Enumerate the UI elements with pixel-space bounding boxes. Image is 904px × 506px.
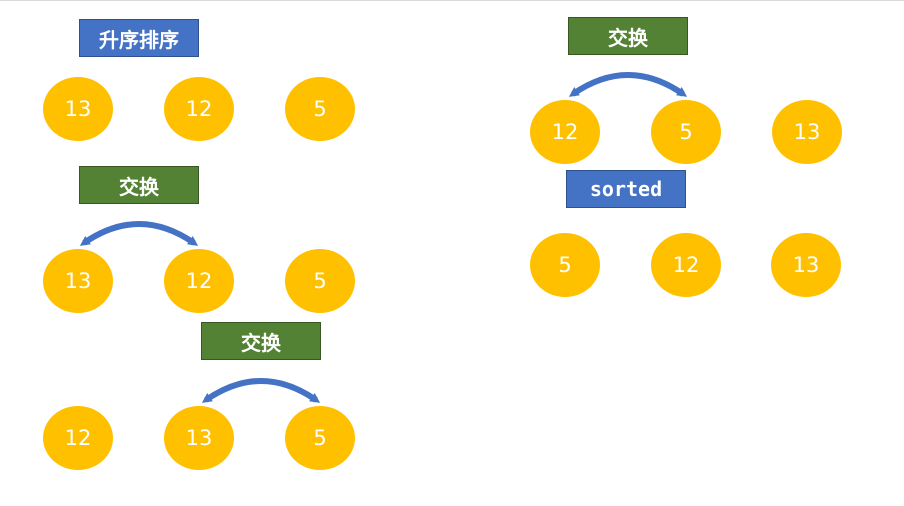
- title-ascending-sort: 升序排序: [79, 19, 199, 57]
- swap-arrow-step1: [79, 221, 199, 246]
- sorted-label: sorted: [566, 170, 686, 208]
- node-p2-3: 5: [285, 406, 355, 470]
- node-p3-2: 5: [651, 100, 721, 164]
- top-border: [0, 0, 904, 1]
- node-p2-1: 12: [43, 406, 113, 470]
- node-p4-3: 13: [771, 233, 841, 297]
- node-p3-3: 13: [772, 100, 842, 164]
- swap-label-step2: 交换: [201, 322, 321, 360]
- swap-label-step3: 交换: [568, 17, 688, 55]
- node-p4-2: 12: [651, 233, 721, 297]
- node-p2-2: 13: [164, 406, 234, 470]
- node-p0-3: 5: [285, 77, 355, 141]
- swap-label-step1: 交换: [79, 166, 199, 204]
- swap-arrow-step3: [568, 72, 688, 97]
- node-p3-1: 12: [530, 100, 600, 164]
- node-p1-2: 12: [164, 249, 234, 313]
- swap-arrow-step2: [201, 378, 321, 403]
- node-p1-1: 13: [43, 249, 113, 313]
- node-p1-3: 5: [285, 249, 355, 313]
- node-p4-1: 5: [530, 233, 600, 297]
- node-p0-1: 13: [43, 77, 113, 141]
- node-p0-2: 12: [164, 77, 234, 141]
